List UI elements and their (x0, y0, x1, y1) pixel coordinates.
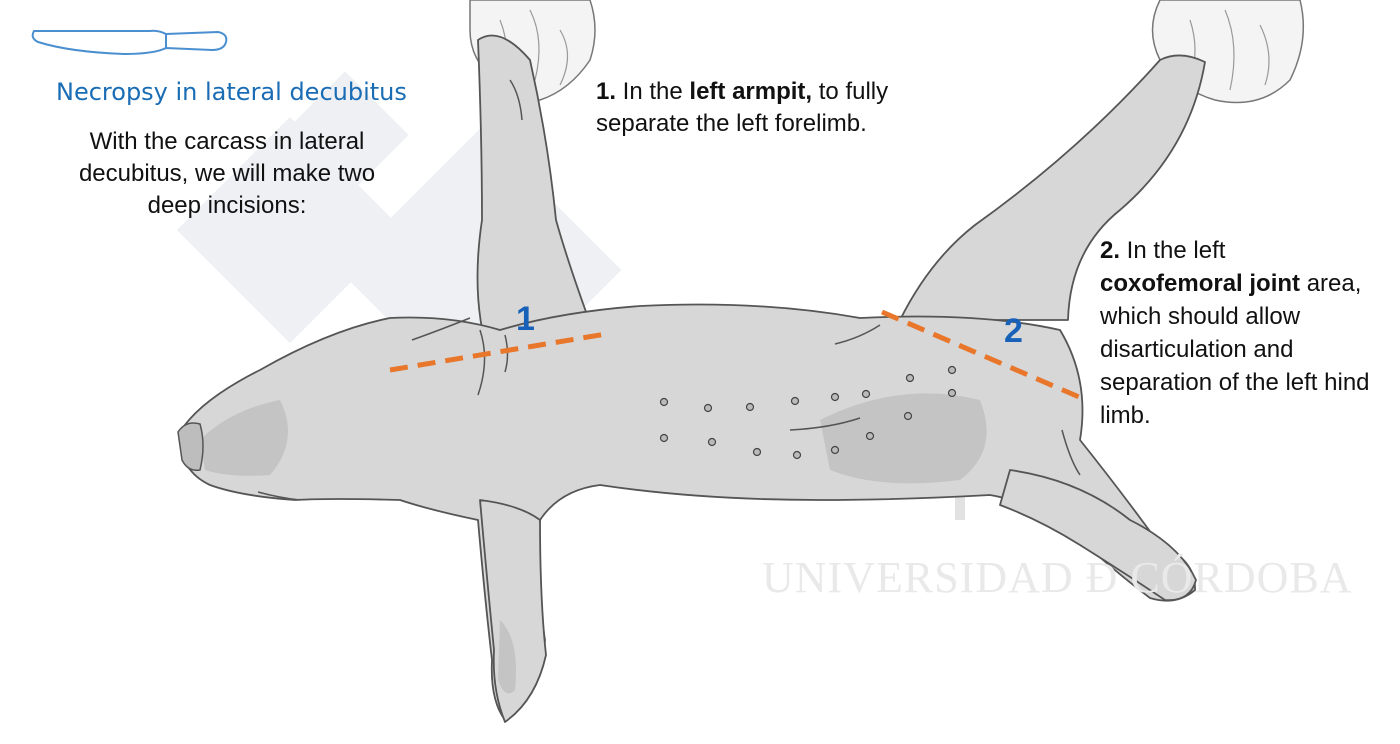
step-1-pre: In the (616, 78, 690, 105)
intro-text: With the carcass in lateral decubitus, w… (78, 128, 376, 219)
step-1-text: 1. In the left armpit, to fully separate… (596, 76, 956, 140)
page-title: Necropsy in lateral decubitus (56, 78, 407, 106)
left-forelimb (476, 34, 601, 361)
right-hind-limb (999, 469, 1197, 602)
carcass-shading (200, 393, 987, 694)
nipple-dots (659, 365, 957, 460)
step-2-number: 2. (1100, 237, 1121, 264)
skin-fold-lines (257, 79, 1081, 501)
step-2-text: 2. In the left coxofemoral joint area, w… (1100, 234, 1390, 432)
incision-marker-2: 2 (1004, 312, 1023, 350)
snout (177, 422, 204, 472)
incision-line-1 (389, 331, 607, 373)
step-2-bold: coxofemoral joint (1100, 270, 1301, 297)
left-hind-limb (899, 54, 1206, 321)
knife-icon (31, 29, 228, 56)
incision-line-2 (881, 309, 1087, 403)
step-1-post: to fully separate the left forelimb. (596, 78, 889, 137)
step-1-number: 1. (596, 78, 617, 105)
step-2-post: area, which should allow disarticulation… (1100, 270, 1370, 429)
incision-marker-1: 1 (516, 300, 535, 338)
step-2-pre: In the left (1120, 237, 1226, 264)
right-forelimb (479, 499, 547, 723)
step-1-bold: left armpit, (689, 78, 813, 105)
watermark-text: UNIVERSIDAD Ð CÓRDOBA (762, 553, 1353, 602)
